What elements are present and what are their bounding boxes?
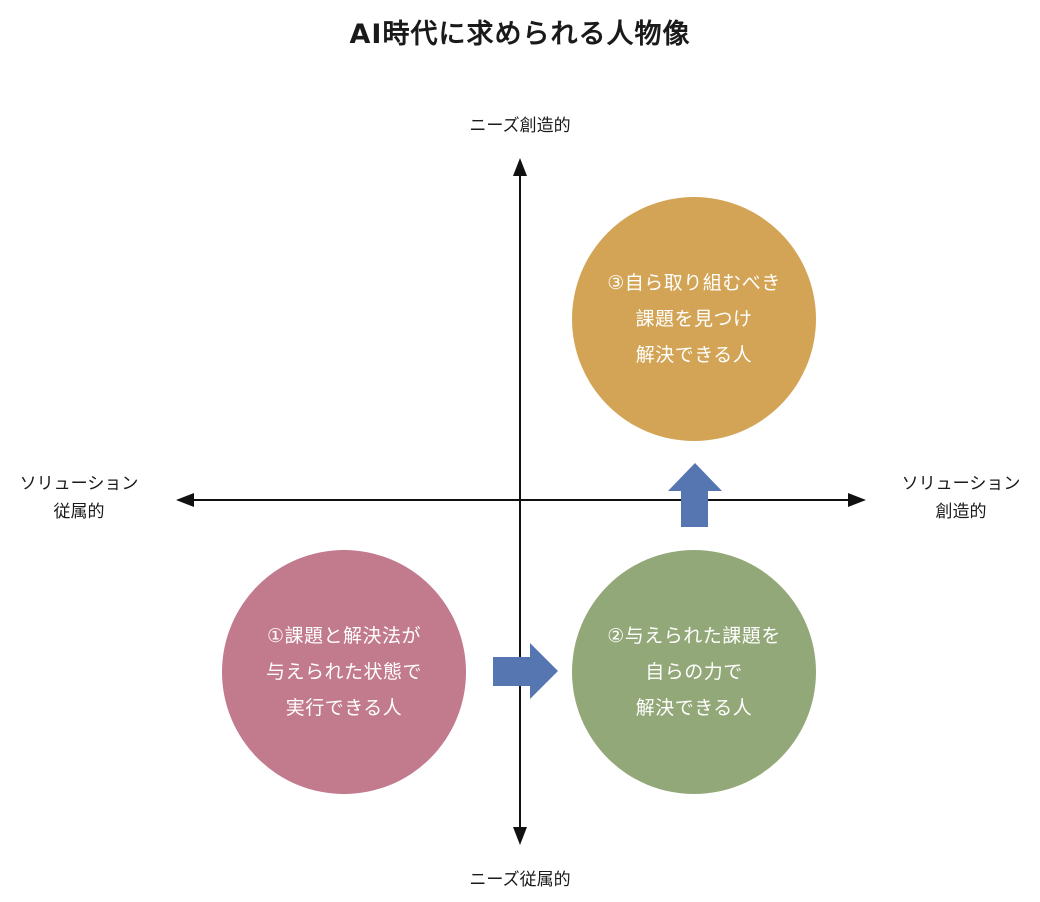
axis-label-left: ソリューション 従属的 <box>0 470 158 526</box>
axis-label-top: ニーズ創造的 <box>469 116 571 136</box>
arrow-up <box>668 463 722 527</box>
vertical-axis-bottom-arrowhead <box>513 827 527 845</box>
axis-label-right-line-2: 創造的 <box>935 502 987 522</box>
circle-executor-line-3: 実行できる人 <box>285 697 403 719</box>
circle-problem-finder-line-3: 解決できる人 <box>635 344 753 366</box>
axis-label-left-line-1: ソリューション <box>19 474 139 494</box>
vertical-axis-top-arrowhead <box>513 158 527 176</box>
axis-label-right-line-1: ソリューション <box>901 474 1021 494</box>
circle-problem-solver-line-2: 自らの力で <box>645 661 743 683</box>
circle-executor-line-2: 与えられた状態で <box>265 661 422 683</box>
circle-problem-solver-line-1: ②与えられた課題を <box>607 625 781 647</box>
horizontal-axis-left-arrowhead <box>176 493 194 507</box>
circle-problem-finder-line-2: 課題を見つけ <box>635 308 753 330</box>
diagram-title: AI時代に求められる人物像 <box>349 19 691 50</box>
circle-problem-solver-line-3: 解決できる人 <box>635 697 753 719</box>
arrow-right <box>493 643 558 699</box>
axis-label-bottom: ニーズ従属的 <box>469 870 571 890</box>
circle-executor: ①課題と解決法が 与えられた状態で 実行できる人 <box>222 550 466 794</box>
circle-executor-line-1: ①課題と解決法が <box>266 625 422 647</box>
circle-problem-finder-line-1: ③自ら取り組むべき <box>607 272 781 294</box>
circle-problem-solver: ②与えられた課題を 自らの力で 解決できる人 <box>572 550 816 794</box>
axis-label-right: ソリューション 創造的 <box>882 470 1040 526</box>
axis-label-left-line-2: 従属的 <box>53 502 105 522</box>
circle-problem-finder: ③自ら取り組むべき 課題を見つけ 解決できる人 <box>572 197 816 441</box>
horizontal-axis-right-arrowhead <box>848 493 866 507</box>
